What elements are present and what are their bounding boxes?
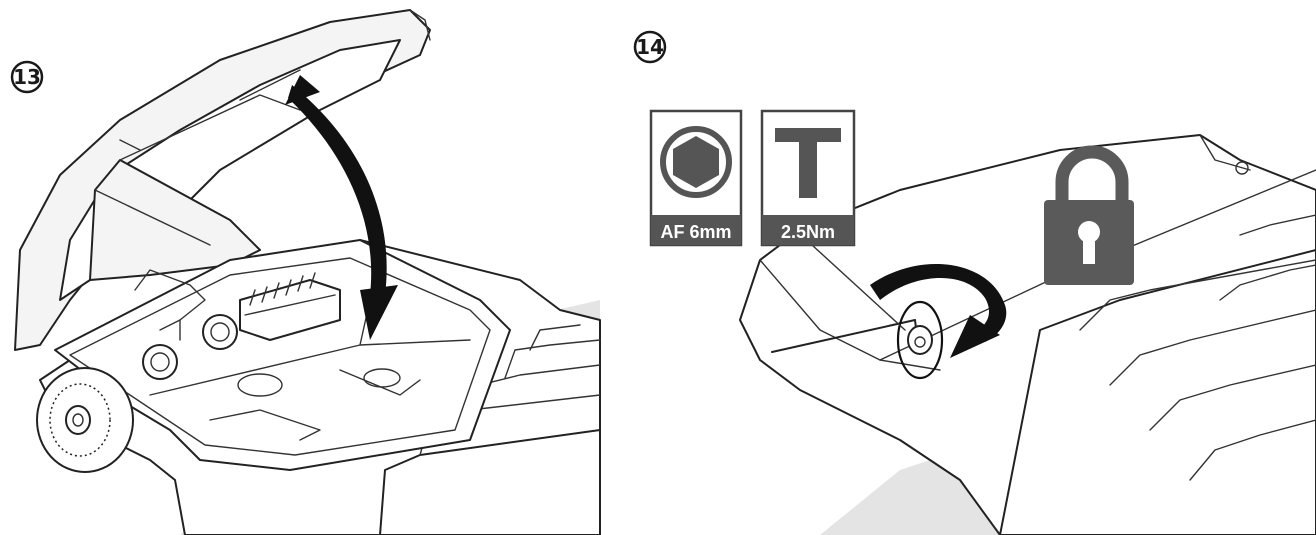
step-14-panel: 14 [633, 30, 1316, 535]
wheel [36, 367, 134, 473]
leader-line [811, 244, 906, 331]
hex-key [771, 319, 933, 355]
step-14-circle [633, 30, 667, 64]
badge-torque-label: 2.5Nm [781, 222, 835, 242]
badge-torque-label-bg [762, 215, 854, 245]
hex-socket-icon [673, 136, 719, 188]
badge-hex-label: AF 6mm [660, 222, 731, 242]
badge-hex-label-bg [651, 215, 741, 245]
screw-highlight [896, 300, 944, 380]
badge-torque: 2.5Nm [760, 109, 856, 247]
padlock-icon [1044, 145, 1134, 285]
curved-arrow-clockwise-icon [870, 263, 1007, 358]
step-14-number: 14 [636, 35, 664, 59]
step-14-badge: 14 [633, 30, 667, 64]
step-13-badge: 13 [10, 60, 44, 94]
cable-glands [134, 269, 238, 380]
curved-arrow-down-icon [285, 75, 398, 340]
step-13-panel: 13 [10, 9, 601, 535]
mower-body-14 [739, 134, 1316, 535]
torque-icon [775, 128, 841, 198]
step-13-circle [10, 60, 44, 94]
interior-tray [54, 239, 511, 471]
badge-hex-socket: AF 6mm [649, 109, 743, 247]
open-lid [14, 9, 431, 351]
terminal-block [239, 272, 341, 341]
step-13-number: 13 [13, 65, 41, 89]
